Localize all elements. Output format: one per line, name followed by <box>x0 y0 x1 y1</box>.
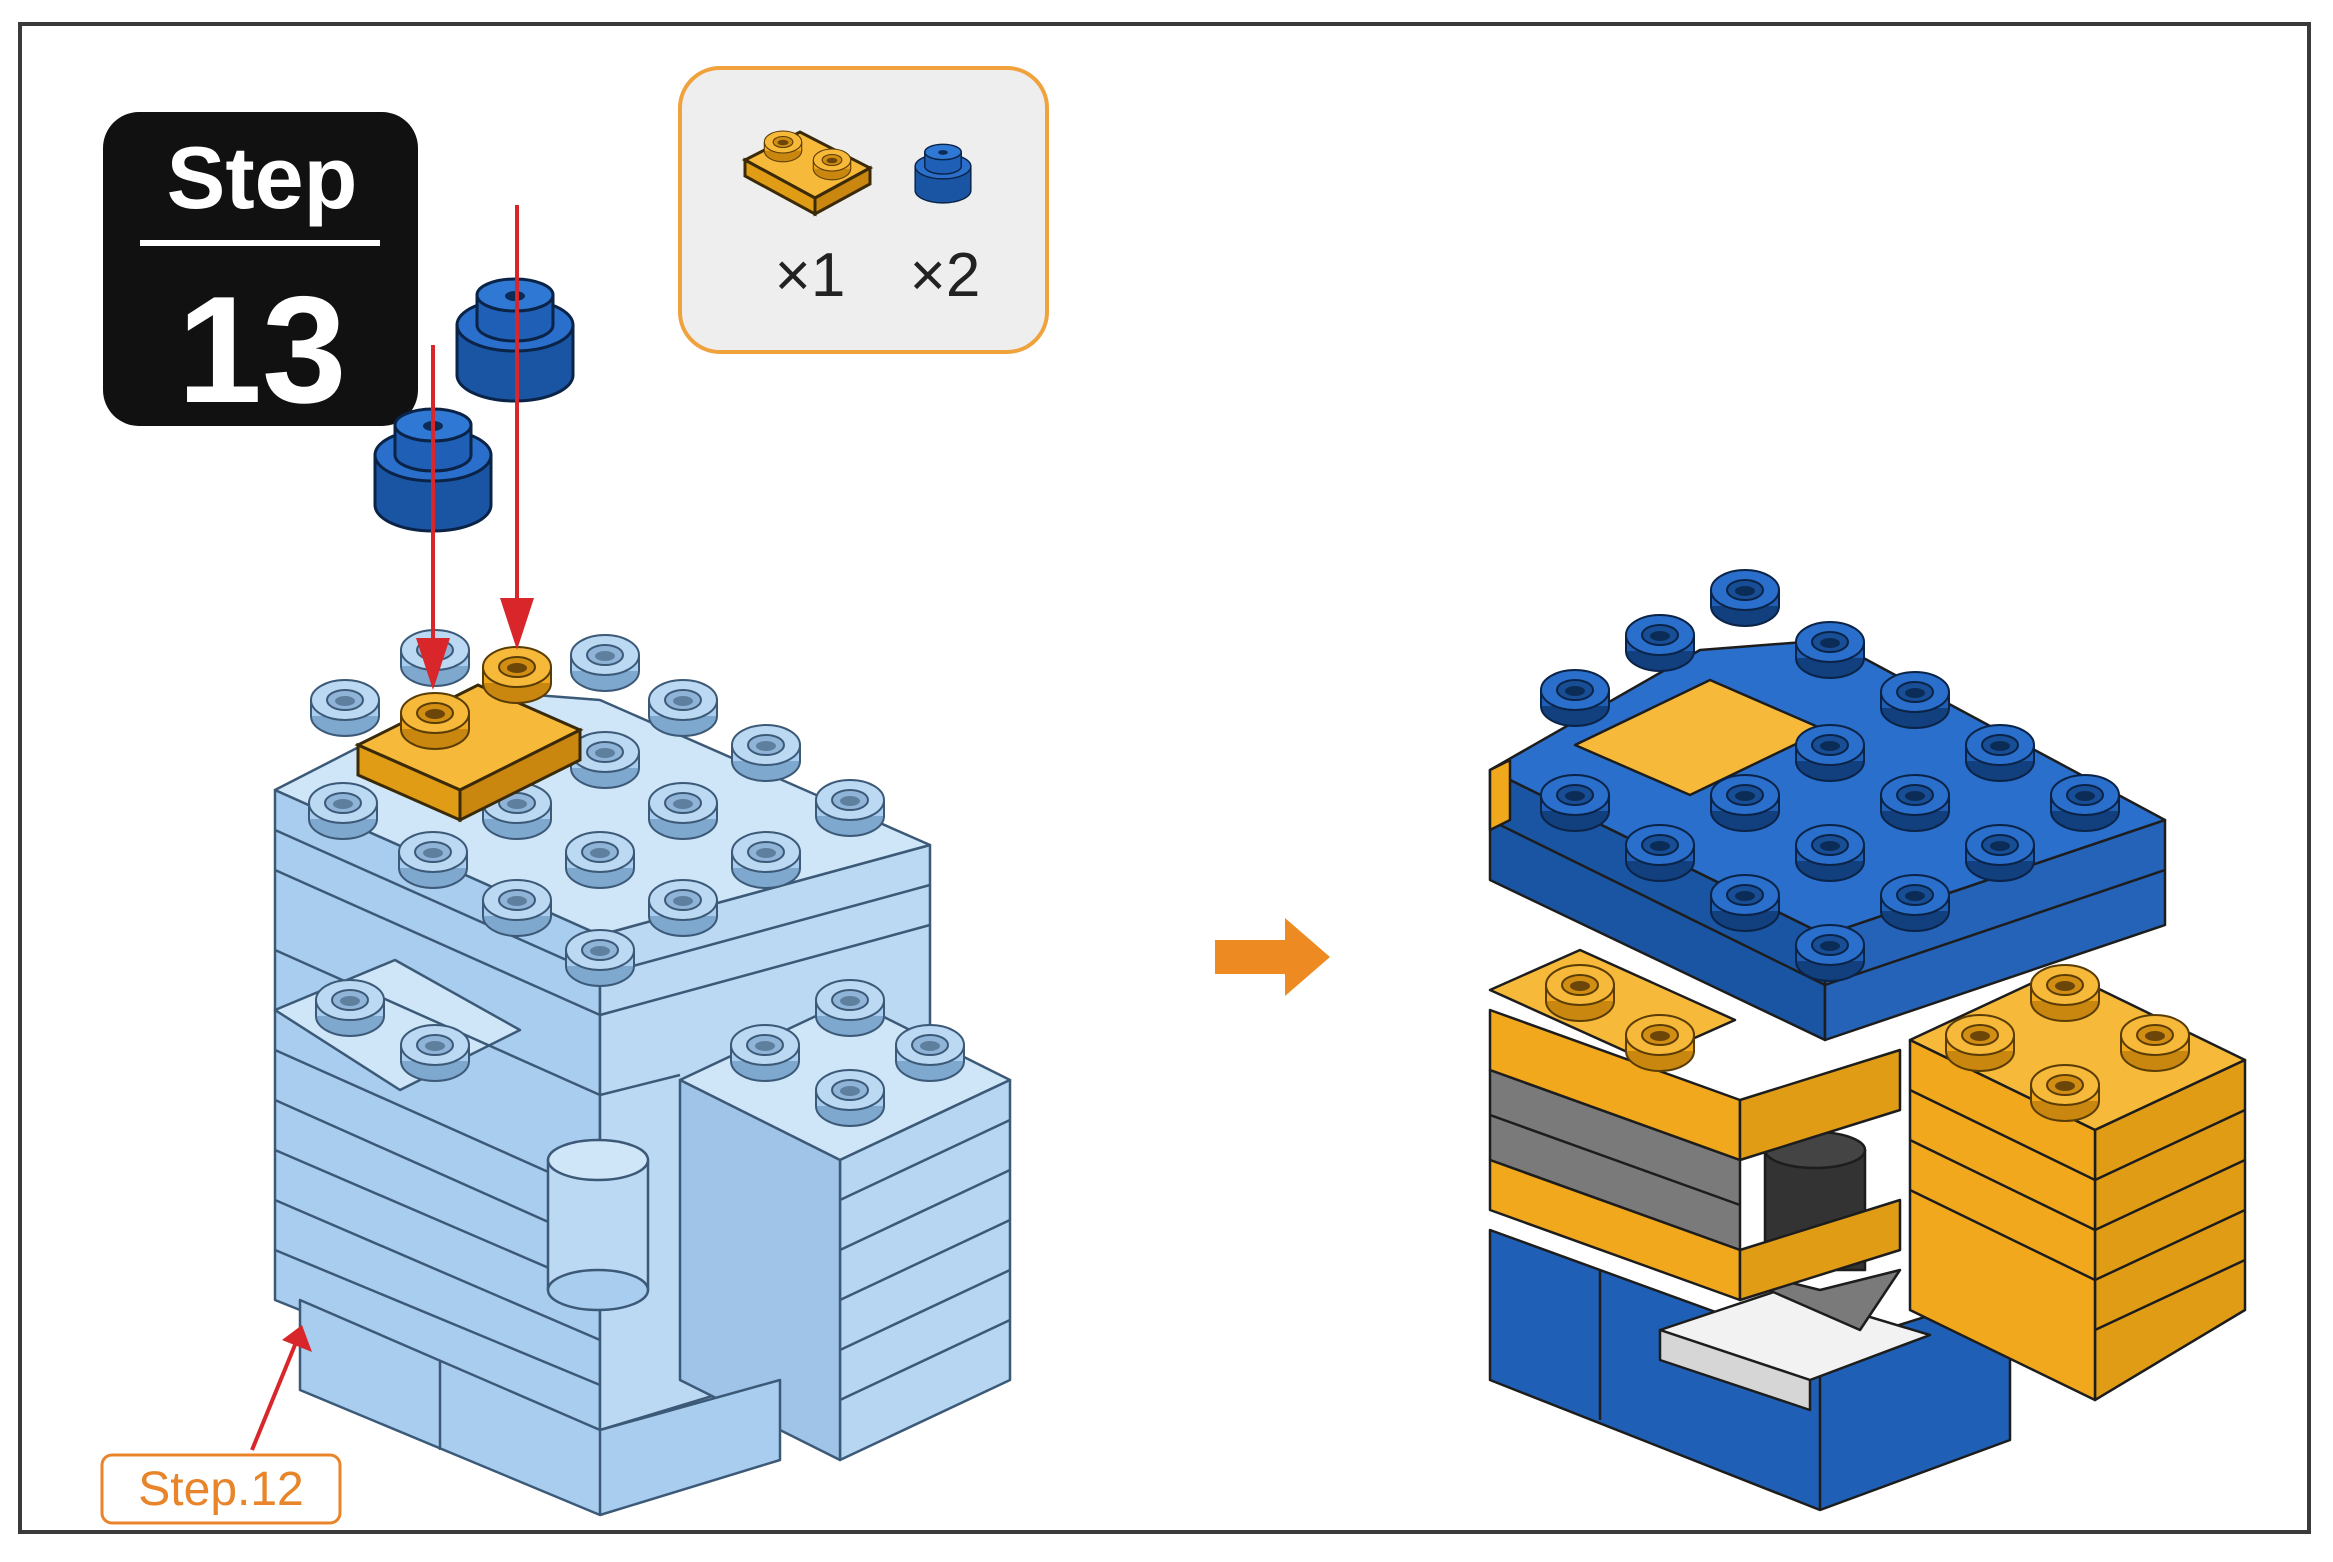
step-word: Step <box>167 128 358 227</box>
step12-label: Step.12 <box>138 1463 303 1516</box>
step-number: 13 <box>177 265 346 435</box>
qty-yellow-plate: ×1 <box>775 241 846 310</box>
yellow-plate-icon <box>741 130 874 217</box>
placed-yellow-plate <box>354 646 584 823</box>
parts-box: ×1 ×2 <box>678 66 1049 354</box>
completed-assembly <box>1488 638 2247 1512</box>
step12-reference: Step.12 <box>100 1453 342 1525</box>
previous-assembly <box>273 688 1012 1517</box>
next-arrow <box>1215 918 1330 996</box>
qty-blue-stud: ×2 <box>910 241 981 310</box>
step-badge: Step 13 <box>103 112 418 435</box>
placement-arrows <box>250 205 534 1451</box>
